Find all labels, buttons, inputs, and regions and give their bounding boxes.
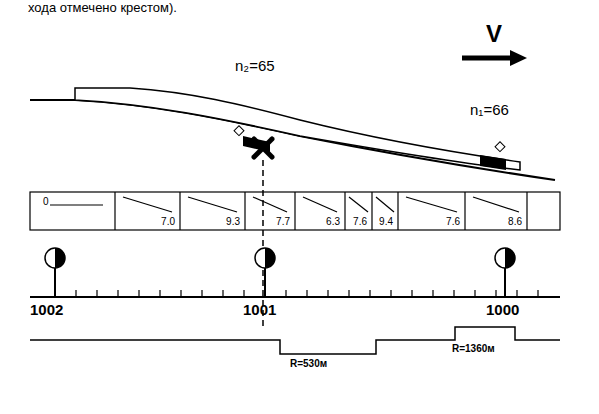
gradient-value: 0 [42,196,50,207]
gradient-cell: 9.3 [180,192,245,230]
gradient-value: 7.7 [275,216,291,227]
note-text: хода отмечено крестом). [28,1,177,14]
gradient-cell: 6.3 [295,192,345,230]
km-ticks [55,290,538,297]
gradient-cell: 0 [30,192,115,230]
gradient-cell: 7.7 [245,192,295,230]
gradient-value: 9.3 [225,216,241,227]
direction-arrow [462,50,527,66]
gradient-cell: 9.4 [372,192,398,230]
gradient-table [30,192,560,230]
train-body [75,88,520,170]
km-post [45,248,515,297]
gradient-value: 9.4 [378,216,394,227]
locomotive [234,126,506,170]
km-label: 1000 [486,302,519,317]
gradient-value: 7.6 [352,216,368,227]
gradient-cell: 8.6 [465,192,527,230]
car-count: n₁=66 [470,102,509,117]
gradient-value: 7.6 [445,216,461,227]
gradient-value: 8.6 [507,216,523,227]
km-axis [30,296,560,298]
gradient-cell: 7.6 [345,192,372,230]
curve-radius: R=530м [290,359,327,369]
km-label: 1001 [243,302,276,317]
gradient-value: 6.3 [325,216,341,227]
gradient-cell: 7.0 [115,192,180,230]
km-label: 1002 [30,302,63,317]
curve-plan [30,327,560,354]
car-count: n₂=65 [235,58,275,73]
track-line [30,100,555,180]
gradient-value: 7.0 [160,216,176,227]
break-cross [254,139,272,157]
curve-radius: R=1360м [452,344,495,354]
velocity-label: V [486,22,502,46]
gradient-slopes [42,197,519,212]
gradient-cell: 7.6 [398,192,465,230]
